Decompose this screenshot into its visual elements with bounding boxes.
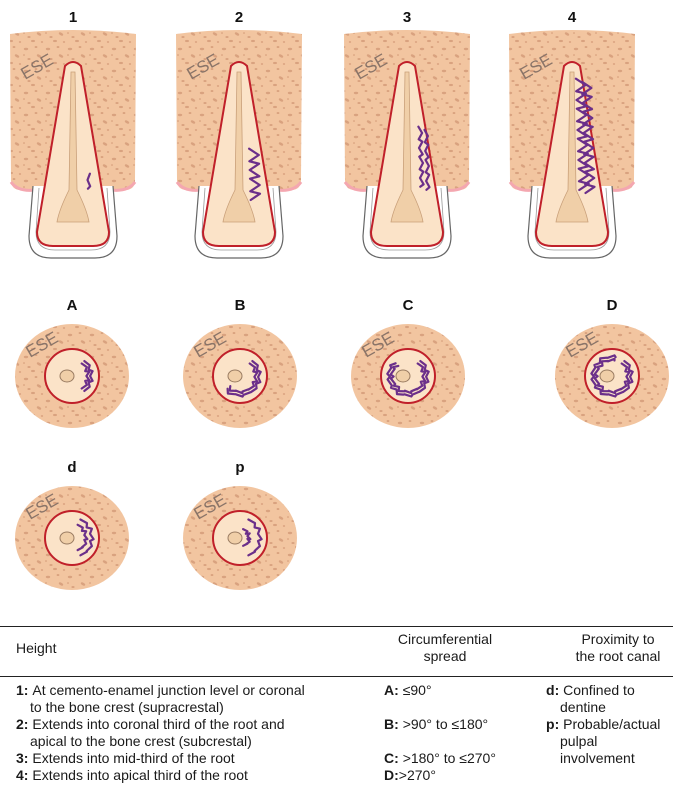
height-item-4: 4: Extends into apical third of the root <box>16 767 356 784</box>
height-text-2b: apical to the bone crest (subcrestal) <box>30 733 252 749</box>
cross-section-label: B <box>235 297 246 314</box>
circumferential-header-line1: Circumferential <box>370 631 520 648</box>
spread-text-B: >90° to ≤180° <box>403 716 488 732</box>
proximity-text-p1: Probable/actual <box>563 716 660 732</box>
height-key-1: 1 <box>16 682 24 698</box>
height-key-2: 2 <box>16 716 24 732</box>
classification-legend: Height Circumferential spread Proximity … <box>0 626 673 800</box>
height-item-3: 3: Extends into mid-third of the root <box>16 750 356 767</box>
height-key-3: 3 <box>16 750 24 766</box>
legend-top-rule <box>0 626 673 627</box>
spread-key-D: D <box>384 767 394 783</box>
proximity-key-d: d <box>546 682 555 698</box>
proximity-text-d1: Confined to <box>563 682 635 698</box>
height-item-1: 1: At cemento-enamel junction level or c… <box>16 682 370 716</box>
height-text-1b: to the bone crest (supracrestal) <box>30 699 224 715</box>
spread-key-C: C <box>384 750 394 766</box>
spread-text-A: ≤90° <box>403 682 432 698</box>
height-header: Height <box>16 640 56 657</box>
spread-item-D: D:>270° <box>384 767 534 784</box>
legend-header-rule <box>0 676 673 677</box>
circumferential-header-line2: spread <box>370 648 520 665</box>
proximity-item-p: p: Probable/actual pulpal involvement <box>546 716 673 767</box>
cross-section-label: D <box>607 297 618 314</box>
pulp-cross-section <box>60 370 74 382</box>
proximity-text-d2: dentine <box>560 699 606 715</box>
tooth-panel-label: 2 <box>235 9 243 26</box>
spread-key-A: A <box>384 682 394 698</box>
proximity-header-line2: the root canal <box>548 648 673 665</box>
proximity-header: Proximity to the root canal <box>548 631 673 665</box>
tooth-panel-label: 4 <box>568 9 577 26</box>
height-item-2: 2: Extends into coronal third of the roo… <box>16 716 370 750</box>
proximity-key-p: p <box>546 716 555 732</box>
proximity-item-d: d: Confined to dentine <box>546 682 673 716</box>
circumferential-header: Circumferential spread <box>370 631 520 665</box>
spread-item-B: B: >90° to ≤180° <box>384 716 534 733</box>
tooth-panel-label: 1 <box>69 9 77 26</box>
spread-text-D: >270° <box>399 767 436 783</box>
cross-section-label: d <box>67 459 76 476</box>
height-text-4: Extends into apical third of the root <box>32 767 248 783</box>
height-text-3: Extends into mid-third of the root <box>32 750 234 766</box>
height-text-1a: At cemento-enamel junction level or coro… <box>32 682 304 698</box>
spread-item-C: C: >180° to ≤270° <box>384 750 534 767</box>
height-text-2a: Extends into coronal third of the root a… <box>32 716 284 732</box>
pulp-cross-section <box>396 370 410 382</box>
pulp-cross-section <box>600 370 614 382</box>
spread-key-B: B <box>384 716 394 732</box>
pulp-cross-section <box>228 532 242 544</box>
cross-section-label: p <box>235 459 244 476</box>
spread-item-A: A: ≤90° <box>384 682 534 699</box>
pulp-cross-section <box>60 532 74 544</box>
proximity-text-p3: involvement <box>560 750 635 766</box>
height-key-4: 4 <box>16 767 24 783</box>
cross-section-label: A <box>67 297 78 314</box>
spread-text-C: >180° to ≤270° <box>403 750 496 766</box>
cross-section-label: C <box>403 297 414 314</box>
pulp-cross-section <box>228 370 242 382</box>
proximity-text-p2: pulpal <box>560 733 597 749</box>
proximity-header-line1: Proximity to <box>548 631 673 648</box>
tooth-panel-label: 3 <box>403 9 411 26</box>
